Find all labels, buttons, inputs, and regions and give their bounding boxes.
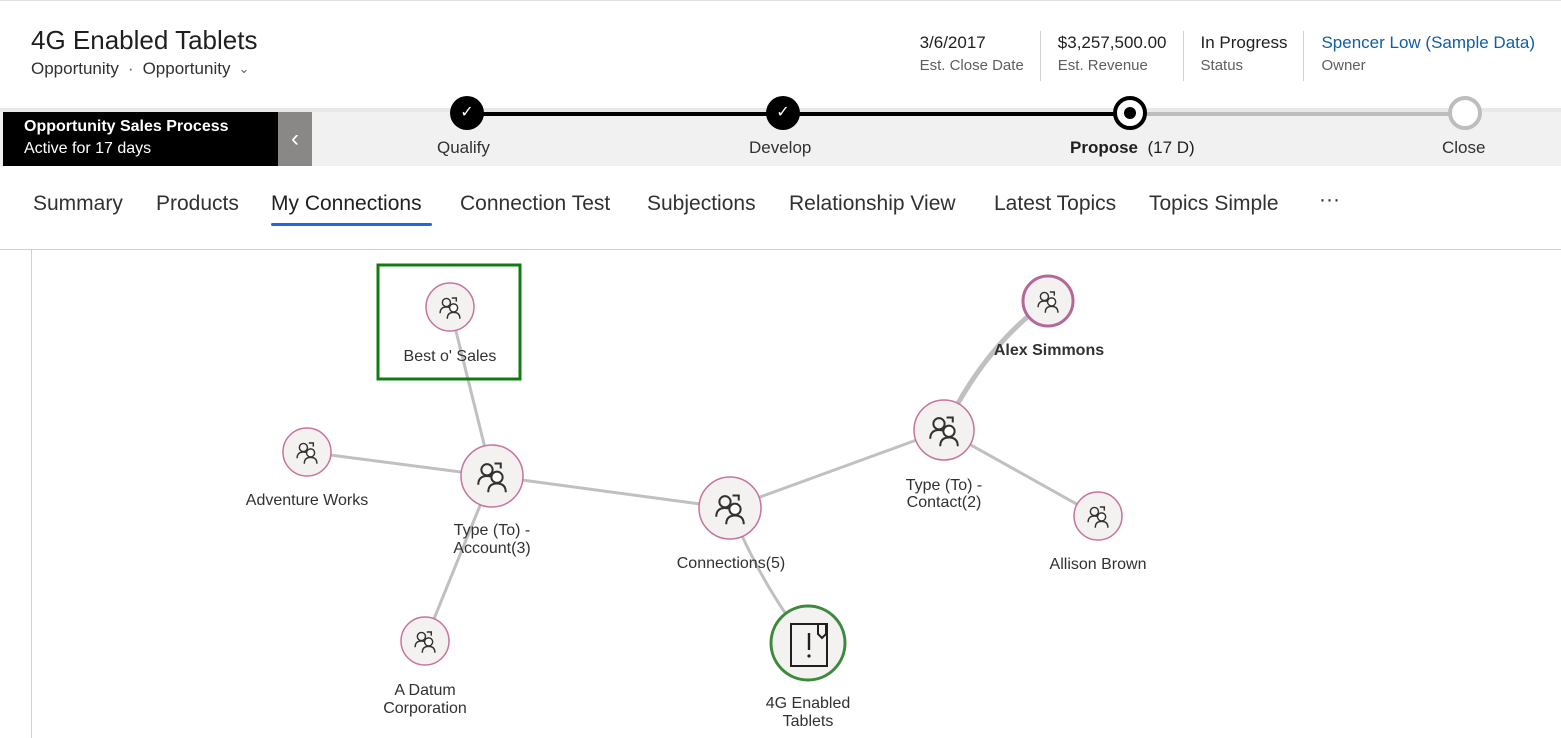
process-info[interactable]: Opportunity Sales Process Active for 17 …	[3, 112, 278, 170]
form-selector[interactable]: Opportunity	[142, 59, 231, 78]
node-label: Alex Simmons	[994, 342, 1104, 359]
stage-remaining-line	[1130, 112, 1465, 116]
node-label: Adventure Works	[246, 492, 368, 509]
selected-node-highlight	[376, 263, 522, 381]
node-a-datum-corporation[interactable]: A Datum Corporation	[383, 616, 467, 717]
tab-summary[interactable]: Summary	[33, 192, 123, 215]
record-header: 4G Enabled Tablets Opportunity · Opportu…	[0, 0, 1561, 108]
node-allison-brown[interactable]: Allison Brown	[1050, 491, 1147, 573]
subtitle-separator: ·	[127, 59, 134, 78]
stage-label: Close	[1442, 138, 1486, 157]
header-fields: 3/6/2017 Est. Close Date $3,257,500.00 E…	[903, 31, 1551, 81]
process-duration: Active for 17 days	[24, 140, 152, 157]
stage-label: Propose (17 D)	[1070, 138, 1195, 158]
node-label-line2: Corporation	[383, 700, 467, 717]
stage-label: Develop	[749, 138, 812, 157]
edge-connections-contact	[729, 428, 945, 510]
active-stage-icon[interactable]	[1113, 96, 1147, 130]
process-name: Opportunity Sales Process	[24, 118, 229, 135]
field-label: Owner	[1321, 57, 1366, 74]
owner-link[interactable]: Spencer Low (Sample Data)	[1321, 33, 1535, 52]
node-label-line1: Type (To) -	[906, 477, 982, 494]
node-label-line1: Type (To) -	[454, 522, 530, 539]
node-label: Connections(5)	[677, 555, 786, 572]
check-icon[interactable]: ✓	[450, 96, 484, 130]
check-icon[interactable]: ✓	[766, 96, 800, 130]
stage-duration: (17 D)	[1147, 138, 1195, 157]
graph-left-border	[31, 250, 32, 738]
opportunity-document-icon	[790, 623, 828, 667]
field-est-revenue: $3,257,500.00 Est. Revenue	[1039, 31, 1183, 81]
edge-account-connections	[491, 474, 731, 510]
pending-stage-icon[interactable]	[1448, 96, 1482, 130]
node-label-line2: Account(3)	[453, 540, 530, 557]
record-title: 4G Enabled Tablets	[31, 25, 258, 55]
node-adventure-works[interactable]: Adventure Works	[246, 427, 368, 509]
business-process-bar: Opportunity Sales Process Active for 17 …	[0, 96, 1561, 170]
node-connections[interactable]: Connections(5)	[677, 476, 786, 572]
field-label: Status	[1200, 57, 1244, 74]
node-type-contact[interactable]: Type (To) - Contact(2)	[906, 399, 982, 511]
tab-products[interactable]: Products	[156, 192, 239, 215]
field-est-close-date: 3/6/2017 Est. Close Date	[903, 31, 1040, 81]
tab-relationship-view[interactable]: Relationship View	[789, 192, 956, 215]
tab-connection-test[interactable]: Connection Test	[460, 192, 611, 215]
tab-latest-topics[interactable]: Latest Topics	[994, 192, 1117, 215]
node-label: Allison Brown	[1050, 556, 1147, 573]
stage-label: Qualify	[437, 138, 490, 157]
form-tabs: Summary Products My Connections Connecti…	[0, 166, 1561, 250]
tab-my-connections[interactable]: My Connections	[271, 192, 422, 215]
node-alex-simmons[interactable]: Alex Simmons	[994, 274, 1104, 359]
field-value: 3/6/2017	[919, 33, 986, 52]
node-label-line1: 4G Enabled	[766, 695, 851, 712]
node-label-line2: Tablets	[783, 713, 834, 730]
node-label-line2: Contact(2)	[907, 494, 982, 511]
chevron-left-icon[interactable]: ‹	[278, 112, 312, 170]
tab-topics-simple[interactable]: Topics Simple	[1149, 192, 1279, 215]
entity-name: Opportunity	[31, 59, 119, 78]
node-best-o-sales[interactable]: Best o' Sales	[404, 282, 497, 365]
tab-subjections[interactable]: Subjections	[647, 192, 756, 215]
node-label: Best o' Sales	[404, 348, 497, 365]
field-status: In Progress Status	[1182, 31, 1304, 81]
field-label: Est. Close Date	[919, 57, 1024, 74]
more-tabs-button[interactable]: ···	[1319, 188, 1340, 211]
active-tab-indicator	[271, 223, 432, 226]
stage-label-text: Propose	[1070, 138, 1139, 157]
node-label-line1: A Datum	[394, 682, 455, 699]
field-owner: Spencer Low (Sample Data) Owner	[1303, 31, 1551, 81]
field-label: Est. Revenue	[1057, 57, 1148, 74]
chevron-down-icon[interactable]: ⌄	[238, 61, 250, 76]
record-subtitle: Opportunity · Opportunity ⌄	[31, 59, 249, 79]
field-value: In Progress	[1200, 33, 1288, 52]
node-4g-enabled-tablets[interactable]: 4G Enabled Tablets	[766, 604, 851, 730]
field-value: $3,257,500.00	[1057, 33, 1167, 52]
node-type-account[interactable]: Type (To) - Account(3)	[453, 444, 531, 557]
